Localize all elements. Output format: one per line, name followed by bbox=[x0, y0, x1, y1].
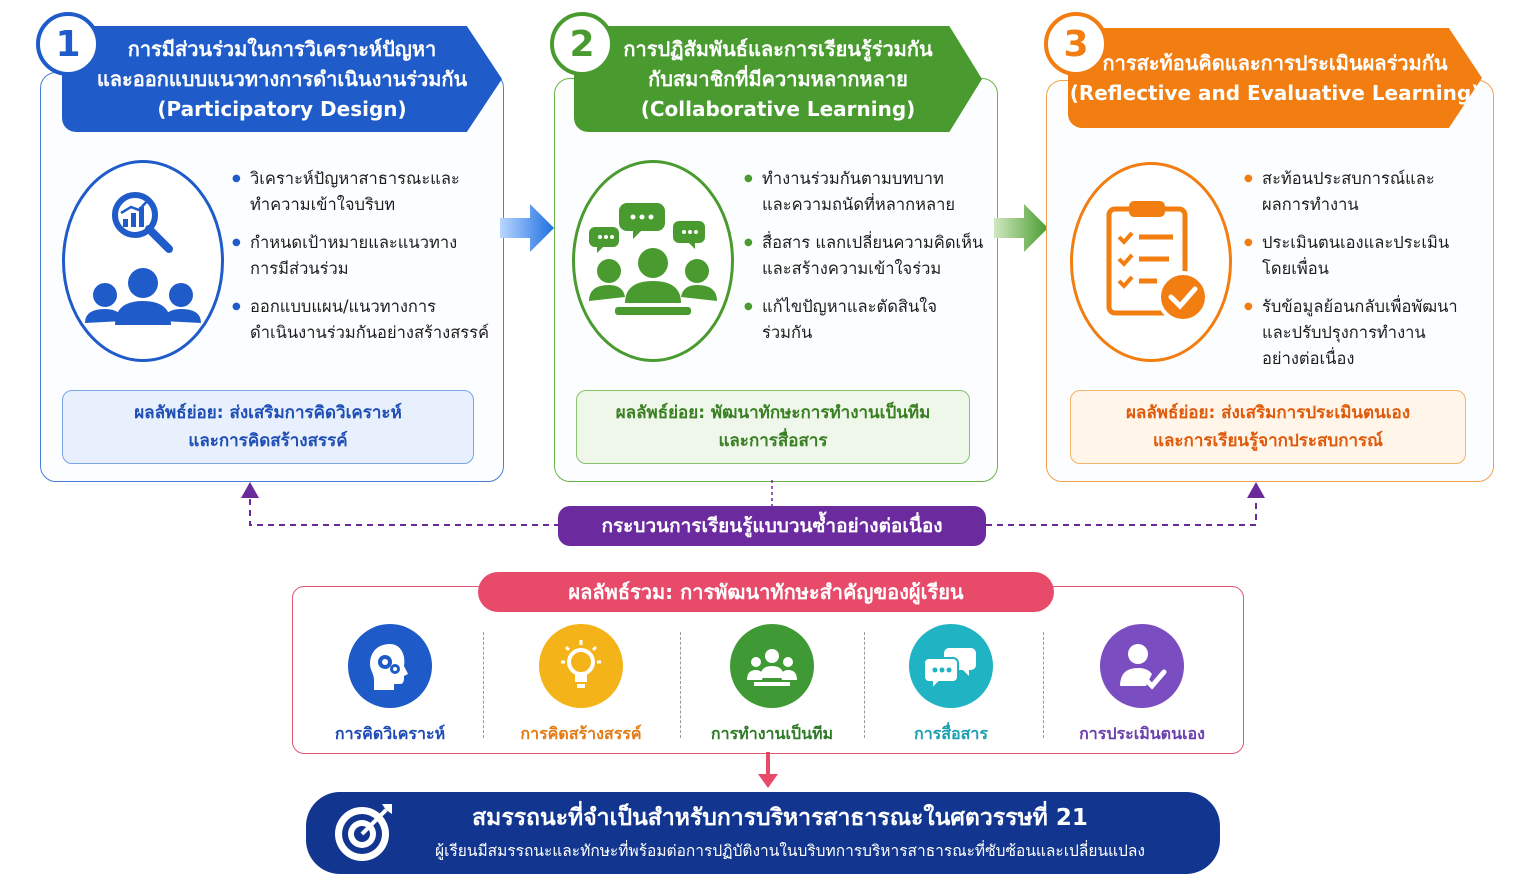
skill-communication: การสื่อสาร bbox=[866, 624, 1036, 747]
step-3-banner: การสะท้อนคิดและการประเมินผลร่วมกัน (Refl… bbox=[1068, 28, 1482, 128]
arrow-right-icon bbox=[500, 204, 554, 252]
step-2-number-badge: 2 bbox=[550, 12, 614, 76]
list-item: ทำงานร่วมกันตามบทบาทและความถนัดที่หลากหล… bbox=[744, 166, 994, 218]
target-icon bbox=[330, 800, 396, 866]
team-chat-icon bbox=[589, 203, 717, 315]
cycle-label: กระบวนการเรียนรู้แบบวนซ้ำอย่างต่อเนื่อง bbox=[558, 506, 986, 546]
step-2-title-line: (Collaborative Learning) bbox=[640, 97, 916, 121]
step-1-number-badge: 1 bbox=[36, 12, 100, 76]
divider bbox=[864, 632, 865, 738]
arrow-down-icon bbox=[758, 752, 778, 788]
step-3-number-badge: 3 bbox=[1044, 12, 1108, 76]
divider bbox=[483, 632, 484, 738]
final-competency-banner bbox=[306, 792, 1220, 874]
step-2-outcome-box: ผลลัพธ์ย่อย: พัฒนาทักษะการทำงานเป็นทีมแล… bbox=[576, 390, 970, 464]
person-check-icon bbox=[1100, 624, 1184, 708]
skill-label: การทำงานเป็นทีม bbox=[710, 724, 834, 743]
list-item: วิเคราะห์ปัญหาสาธารณะและทำความเข้าใจบริบ… bbox=[232, 166, 500, 218]
list-item: สื่อสาร แลกเปลี่ยนความคิดเห็นและสร้างควา… bbox=[744, 230, 994, 282]
step-2-icon-oval bbox=[572, 160, 734, 362]
step-1-outcome-box: ผลลัพธ์ย่อย: ส่งเสริมการคิดวิเคราะห์และก… bbox=[62, 390, 474, 464]
arrow-right-icon bbox=[994, 204, 1048, 252]
step-2-bullets: ทำงานร่วมกันตามบทบาทและความถนัดที่หลากหล… bbox=[744, 166, 994, 358]
step-2-title-line: กับสมาชิกที่มีความหลากหลาย bbox=[648, 67, 908, 91]
skill-label: การสื่อสาร bbox=[914, 724, 988, 743]
step-1-title-line: (Participatory Design) bbox=[157, 97, 407, 121]
team-icon bbox=[730, 624, 814, 708]
head-gears-icon bbox=[348, 624, 432, 708]
speech-bubbles-icon bbox=[909, 624, 993, 708]
divider bbox=[680, 632, 681, 738]
step-1-bullets: วิเคราะห์ปัญหาสาธารณะและทำความเข้าใจบริบ… bbox=[232, 166, 500, 358]
skill-label: การประเมินตนเอง bbox=[1079, 724, 1205, 743]
step-1-title-line: การมีส่วนร่วมในการวิเคราะห์ปัญหา bbox=[127, 37, 437, 61]
skill-self-assessment: การประเมินตนเอง bbox=[1057, 624, 1227, 747]
skill-label: การคิดสร้างสรรค์ bbox=[520, 724, 642, 743]
list-item: ออกแบบแผน/แนวทางการดำเนินงานร่วมกันอย่าง… bbox=[232, 294, 500, 346]
final-title: สมรรถนะที่จำเป็นสำหรับการบริหารสาธารณะใน… bbox=[472, 805, 1088, 831]
step-1-title-line: และออกแบบแนวทางการดำเนินงานร่วมกัน bbox=[96, 67, 468, 91]
step-3-title-line: การสะท้อนคิดและการประเมินผลร่วมกัน bbox=[1102, 51, 1448, 75]
skill-teamwork: การทำงานเป็นทีม bbox=[687, 624, 857, 747]
list-item: รับข้อมูลย้อนกลับเพื่อพัฒนาและปรับปรุงกา… bbox=[1244, 294, 1484, 372]
step-3-icon-oval bbox=[1070, 162, 1232, 362]
step-1-banner: การมีส่วนร่วมในการวิเคราะห์ปัญหา และออกแ… bbox=[62, 26, 502, 132]
divider bbox=[1043, 632, 1044, 738]
step-3-title-line: (Reflective and Evaluative Learning) bbox=[1069, 81, 1481, 105]
skill-label: การคิดวิเคราะห์ bbox=[334, 724, 446, 743]
cycle-connector bbox=[241, 480, 1265, 526]
step-2-banner: การปฏิสัมพันธ์และการเรียนรู้ร่วมกัน กับส… bbox=[574, 26, 982, 132]
step-2-title-line: การปฏิสัมพันธ์และการเรียนรู้ร่วมกัน bbox=[623, 37, 933, 61]
step-3-outcome-box: ผลลัพธ์ย่อย: ส่งเสริมการประเมินตนเองและก… bbox=[1070, 390, 1466, 464]
overall-outcome-title: ผลลัพธ์รวม: การพัฒนาทักษะสำคัญของผู้เรีย… bbox=[478, 572, 1054, 612]
step-1-icon-oval bbox=[62, 160, 224, 362]
skill-analytical-thinking: การคิดวิเคราะห์ bbox=[305, 624, 475, 747]
final-subtitle: ผู้เรียนมีสมรรถนะและทักษะที่พร้อมต่อการป… bbox=[435, 842, 1145, 860]
analysis-people-icon bbox=[85, 192, 201, 325]
skill-creative-thinking: การคิดสร้างสรรค์ bbox=[496, 624, 666, 747]
checklist-icon bbox=[1106, 201, 1209, 323]
lightbulb-icon bbox=[539, 624, 623, 708]
